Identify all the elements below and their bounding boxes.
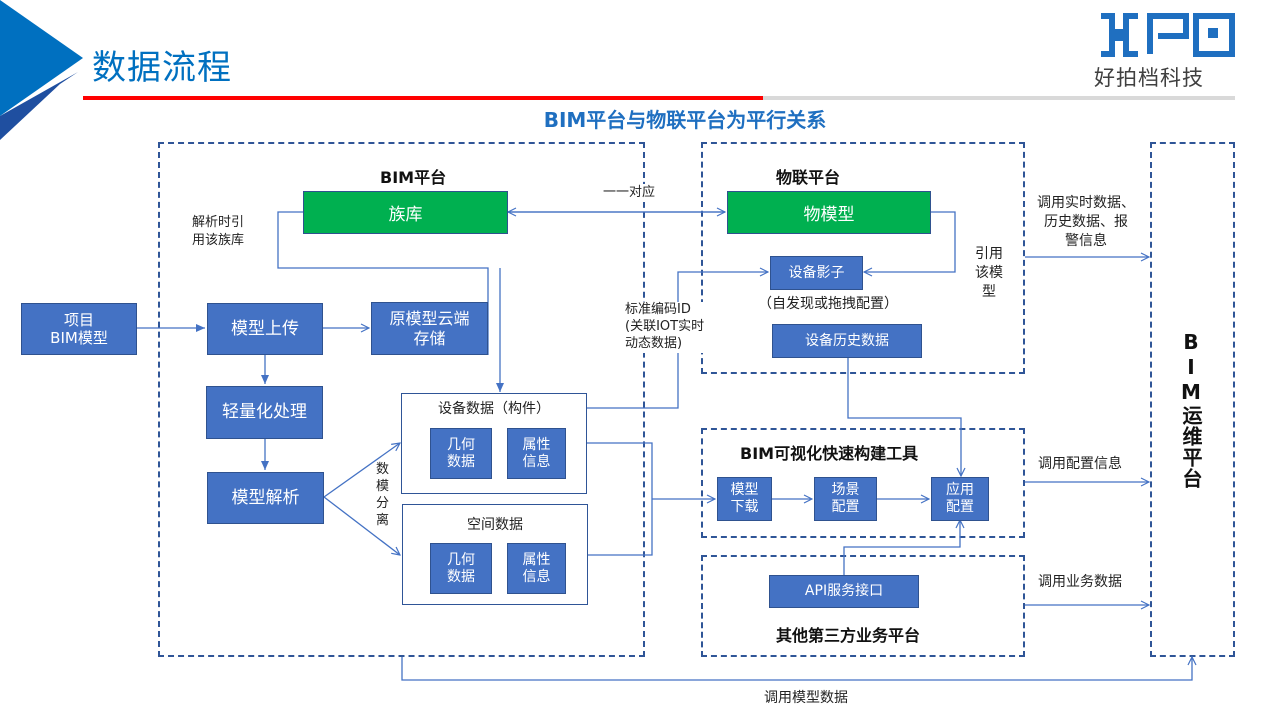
device-to-download-line bbox=[587, 442, 653, 556]
mapping-label: 一一对应 bbox=[603, 184, 656, 202]
title-underline bbox=[83, 96, 763, 100]
device-geometry-box: 几何 数据 bbox=[430, 428, 492, 479]
device-shadow-box: 设备影子 bbox=[770, 256, 863, 290]
parse-to-space-arrow bbox=[323, 496, 400, 555]
ref-model-label: 引用 该模 型 bbox=[975, 246, 1003, 300]
third-party-container bbox=[701, 555, 1025, 657]
api-service-box: API服务接口 bbox=[769, 575, 919, 608]
logo-mark-icon bbox=[1101, 13, 1235, 57]
family-ref-note: 解析时引 用该族库 bbox=[192, 215, 245, 248]
parse-to-device-arrow bbox=[323, 443, 400, 498]
realtime-flow-label: 调用实时数据、 历史数据、报 警信息 bbox=[1037, 195, 1135, 249]
shadow-note: （自发现或拖拽配置） bbox=[758, 296, 898, 312]
model-parse-box: 模型解析 bbox=[207, 472, 324, 524]
space-data-title: 空间数据 bbox=[467, 517, 523, 533]
separation-label: 数 模 分 离 bbox=[376, 462, 390, 528]
code-id-label: 标准编码ID (关联IOT实时 动态数据) bbox=[625, 302, 705, 353]
device-data-title: 设备数据（构件） bbox=[438, 401, 550, 417]
family-lib-ref-line bbox=[277, 211, 489, 355]
device-history-box: 设备历史数据 bbox=[772, 324, 922, 358]
device-attributes-box: 属性 信息 bbox=[507, 428, 566, 479]
viz-tool-title: BIM可视化快速构建工具 bbox=[740, 444, 919, 463]
iot-platform-title: 物联平台 bbox=[776, 168, 841, 187]
lightweight-box: 轻量化处理 bbox=[206, 386, 323, 439]
app-config-box: 应用 配置 bbox=[931, 477, 989, 521]
thing-model-box: 物模型 bbox=[727, 191, 931, 234]
model-flow-label: 调用模型数据 bbox=[764, 690, 848, 706]
third-party-title: 其他第三方业务平台 bbox=[776, 626, 921, 645]
business-flow-label: 调用业务数据 bbox=[1038, 574, 1122, 590]
model-download-box: 模型 下载 bbox=[717, 477, 772, 521]
config-flow-label: 调用配置信息 bbox=[1038, 456, 1122, 472]
viz-tool-container bbox=[701, 428, 1025, 538]
space-geometry-box: 几何 数据 bbox=[430, 543, 492, 594]
logo-text: 好拍档科技 bbox=[1094, 66, 1204, 90]
project-bim-model-box: 项目 BIM模型 bbox=[21, 303, 137, 355]
cloud-storage-box: 原模型云端 存储 bbox=[371, 302, 488, 355]
iot-platform-container bbox=[701, 142, 1025, 374]
ops-platform-title: BIM运维平台 bbox=[1179, 330, 1203, 489]
diagram-subtitle: BIM平台与物联平台为平行关系 bbox=[543, 108, 827, 132]
model-flow-arrow bbox=[401, 657, 1192, 681]
space-attributes-box: 属性 信息 bbox=[507, 543, 566, 594]
history-to-appconfig-arrow bbox=[847, 358, 961, 476]
bim-platform-container bbox=[158, 142, 645, 657]
title-underline-gray bbox=[763, 96, 1235, 100]
family-library-box: 族库 bbox=[303, 191, 508, 234]
scene-config-box: 场景 配置 bbox=[814, 477, 877, 521]
header-arrow-decoration bbox=[0, 0, 83, 140]
model-upload-box: 模型上传 bbox=[207, 303, 323, 355]
page-title: 数据流程 bbox=[92, 48, 232, 88]
bim-platform-title: BIM平台 bbox=[380, 168, 447, 187]
thing-to-shadow-arrow bbox=[864, 211, 956, 272]
api-to-appconfig-arrow bbox=[843, 520, 960, 575]
